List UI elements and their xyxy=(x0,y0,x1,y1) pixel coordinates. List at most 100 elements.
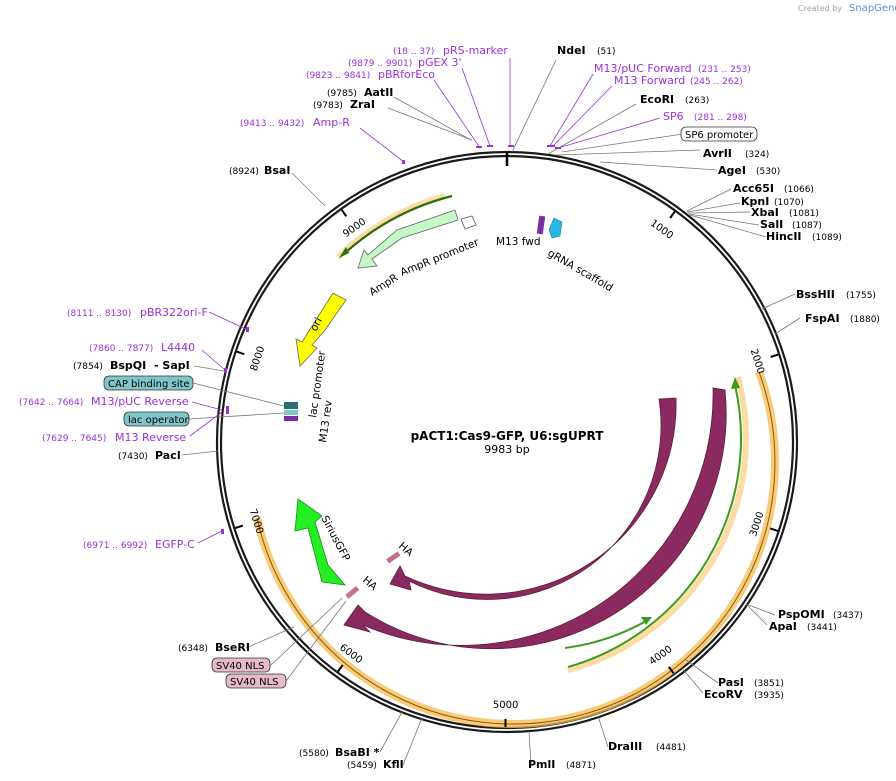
primer-m13-forward-pos: (245 .. 262) xyxy=(690,77,743,87)
enzyme-pasi-pos: (3851) xyxy=(754,679,784,689)
primer-egfp-c: EGFP-C xyxy=(155,538,195,551)
enzyme-kfli: KflI xyxy=(383,758,404,771)
tick-label: 1000 xyxy=(648,218,675,242)
enzyme-kpni-pos: (1070) xyxy=(774,198,804,208)
lac-operator-label: lac operator xyxy=(128,415,189,426)
m13rev-glyph xyxy=(284,416,298,421)
tick-label: 2000 xyxy=(748,348,766,376)
egfp-thin-arrow-2 xyxy=(564,619,649,649)
enzyme-avrii: AvrII xyxy=(703,147,732,160)
ampr-highlight-band xyxy=(335,193,446,260)
enzyme-acc65i: Acc65I xyxy=(733,182,774,195)
primer-amp-r-pos: (9413 .. 9432) xyxy=(240,119,304,129)
enzyme-psponi: PspOMI xyxy=(778,608,825,621)
enzyme-zrai-pos: (9783) xyxy=(313,101,343,111)
enzyme-ecori: EcoRI xyxy=(640,93,674,106)
enzyme-agei: AgeI xyxy=(718,164,746,177)
enzyme-pmli: PmlI xyxy=(528,758,555,771)
enzyme-bseri-pos: (6348) xyxy=(178,644,208,654)
branding-prefix: Created by xyxy=(798,4,842,13)
ha-glyph-2 xyxy=(345,585,360,599)
tick-mark xyxy=(337,664,344,673)
enzyme-bsabi: BsaBI * xyxy=(335,746,380,759)
enzyme-labels: NdeI (51) EcoRI (263) AvrII (324) AgeI (… xyxy=(73,44,880,771)
primer-m13-forward: M13 Forward xyxy=(614,74,685,87)
grna-scaffold-glyph xyxy=(548,217,563,239)
enzyme-sali: SalI xyxy=(760,218,783,231)
cap-binding-site-box xyxy=(103,375,194,391)
ori-arrow xyxy=(295,292,347,367)
enzyme-leaders xyxy=(181,59,801,766)
primer-m13puc-forward: M13/pUC Forward xyxy=(594,62,692,75)
primer-sp6-pos: (281 .. 298) xyxy=(694,113,747,123)
enzyme-ndei-pos: (51) xyxy=(597,47,615,57)
cap-binding-glyph xyxy=(284,410,298,415)
enzyme-ecorv: EcoRV xyxy=(704,688,743,701)
primer-m13-reverse: M13 Reverse xyxy=(115,431,186,444)
enzyme-bsabi-pos: (5580) xyxy=(299,749,329,759)
enzyme-zrai: ZraI xyxy=(350,98,375,111)
primer-pgex3-pos: (9879 .. 9901) xyxy=(348,59,412,69)
primer-labels: pRS-marker (18 .. 37) pGEX 3' (9879 .. 9… xyxy=(19,44,751,551)
enzyme-sapi: - SapI xyxy=(154,359,190,372)
enzyme-agei-pos: (530) xyxy=(756,167,780,177)
enzyme-apai-pos: (3441) xyxy=(807,623,837,633)
sp6-promoter-label: SP6 promoter xyxy=(685,130,754,141)
gfp-highlight-band xyxy=(567,376,749,673)
lac-promoter-glyph xyxy=(284,402,298,409)
enzyme-ndei: NdeI xyxy=(557,44,586,57)
ampr-arrow xyxy=(357,209,459,269)
enzyme-sali-pos: (1087) xyxy=(792,221,822,231)
enzyme-kfli-pos: (5459) xyxy=(347,761,377,771)
feature-ampr-label: AmpR xyxy=(367,272,400,299)
enzyme-hincii: HincII xyxy=(766,230,802,243)
enzyme-bsshii: BssHII xyxy=(796,288,835,301)
cas9-arrow-inner xyxy=(389,397,677,600)
boxed-feature-leaders xyxy=(188,133,684,682)
enzyme-aatii: AatII xyxy=(364,86,393,99)
tick-mark xyxy=(669,211,676,219)
cap-binding-site-label: CAP binding site xyxy=(108,379,190,390)
feature-ampr-promoter-label: AmpR promoter xyxy=(399,236,481,279)
primer-pbrforeco: pBRforEco xyxy=(378,68,435,81)
enzyme-fspai-pos: (1880) xyxy=(850,315,880,325)
sv40-nls-box-1 xyxy=(211,657,271,673)
enzyme-bsshii-pos: (1755) xyxy=(846,291,876,301)
enzyme-hincii-pos: (1089) xyxy=(812,233,842,243)
tick-label: 5000 xyxy=(493,700,519,711)
enzyme-bseri: BseRI xyxy=(215,641,250,654)
feature-ori-label: ori xyxy=(308,316,325,334)
tick-mark xyxy=(340,209,348,217)
enzyme-paci: PacI xyxy=(155,449,181,462)
enzyme-bspqi-pos: (7854) xyxy=(73,362,103,372)
enzyme-bspqi: BspQI xyxy=(110,359,146,372)
ampr-promoter-arrow xyxy=(460,215,477,230)
primer-sp6: SP6 xyxy=(663,110,684,123)
tick-label: 7000 xyxy=(247,508,265,536)
egfp-thin-arrow-1 xyxy=(567,384,742,668)
feature-m13fwd-label: M13 fwd xyxy=(496,236,541,248)
sp6-promoter-box xyxy=(680,126,758,142)
egfp-thin-arrow-2-head xyxy=(641,617,652,625)
feature-cas9-label-1: Cas9 xyxy=(581,567,610,589)
cas9-arrow-outer xyxy=(343,387,727,650)
sv40-nls-label-1: SV40 NLS xyxy=(216,661,265,672)
tick-label: 4000 xyxy=(647,644,674,668)
feature-cas9-label-2: Cas9 xyxy=(607,616,636,638)
primer-prs-marker: pRS-marker xyxy=(443,44,508,57)
feature-m13rev-label: M13 rev xyxy=(317,400,335,444)
tick-mark xyxy=(769,527,779,532)
primer-pgex3: pGEX 3' xyxy=(418,56,462,69)
primer-pbr322ori-f-pos: (8111 .. 8130) xyxy=(67,309,131,319)
plasmid-name: pACT1:Cas9-GFP, U6:sgUPRT xyxy=(411,429,605,443)
primer-pbrforeco-pos: (9823 .. 9841) xyxy=(306,71,370,81)
primer-m13puc-reverse-pos: (7642 .. 7664) xyxy=(19,398,83,408)
enzyme-draiii: DraIII xyxy=(608,740,642,753)
siriusgfp-arrow xyxy=(294,498,346,586)
enzyme-pasi: PasI xyxy=(718,676,744,689)
lac-operator-box xyxy=(123,411,190,427)
enzyme-avrii-pos: (324) xyxy=(745,150,769,160)
m13fwd-glyph xyxy=(536,215,546,235)
enzyme-paci-pos: (7430) xyxy=(118,452,148,462)
primer-amp-r: Amp-R xyxy=(313,116,350,129)
